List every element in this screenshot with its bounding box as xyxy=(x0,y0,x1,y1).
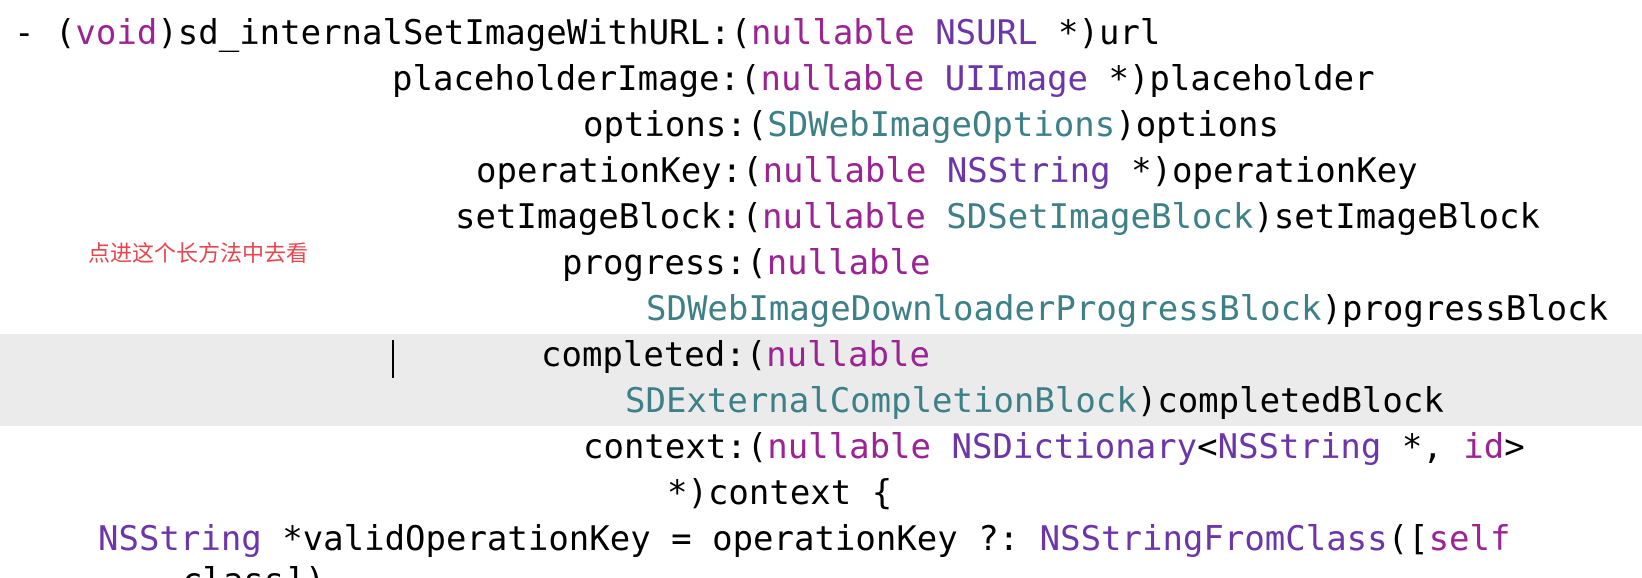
code-token: placeholderImage:( xyxy=(392,59,761,99)
code-token xyxy=(924,59,944,99)
code-token-keyword: nullable xyxy=(762,197,926,237)
code-line-9[interactable]: SDExternalCompletionBlock)completedBlock xyxy=(625,378,1444,424)
code-token xyxy=(926,197,946,237)
code-token-block-type: SDSetImageBlock xyxy=(946,197,1254,237)
code-token: *)placeholder xyxy=(1088,59,1375,99)
code-token: *)context { xyxy=(667,473,893,513)
code-token: setImageBlock:( xyxy=(455,197,763,237)
code-token-block-type: SDWebImageDownloaderProgressBlock xyxy=(646,289,1322,329)
code-token-type: NSURL xyxy=(935,13,1038,53)
code-token-keyword: nullable xyxy=(760,59,925,99)
code-token: > xyxy=(1504,427,1525,467)
code-token-keyword: nullable xyxy=(766,335,930,375)
code-token-keyword: self xyxy=(1428,519,1511,559)
code-token-type: NSStringFromClass xyxy=(1039,519,1388,559)
code-token: )options xyxy=(1115,105,1279,145)
code-token: )completedBlock xyxy=(1136,381,1444,421)
code-token: *)url xyxy=(1037,13,1161,53)
code-token: )setImageBlock xyxy=(1253,197,1540,237)
code-token-keyword: nullable xyxy=(767,427,931,467)
code-token-keyword: void xyxy=(75,13,158,53)
code-line-12[interactable]: NSString *validOperationKey = operationK… xyxy=(98,516,1510,562)
code-token-block-type: SDExternalCompletionBlock xyxy=(625,381,1137,421)
current-line-highlight xyxy=(0,334,1642,426)
code-token-keyword: id xyxy=(1463,427,1505,467)
code-token xyxy=(926,151,946,191)
code-line-10[interactable]: context:(nullable NSDictionary<NSString … xyxy=(583,424,1525,470)
code-line-7[interactable]: SDWebImageDownloaderProgressBlock)progre… xyxy=(646,286,1608,332)
code-token: )sd_internalSetImageWithURL:( xyxy=(157,13,751,53)
code-token-type: UIImage xyxy=(944,59,1089,99)
code-line-5[interactable]: setImageBlock:(nullable SDSetImageBlock)… xyxy=(455,194,1540,240)
code-token-type: NSDictionary xyxy=(951,427,1198,467)
annotation-note: 点进这个长方法中去看 xyxy=(88,242,309,267)
code-token: )progressBlock xyxy=(1321,289,1609,329)
code-token-keyword: nullable xyxy=(750,13,915,53)
code-line-13[interactable]: class]) xyxy=(182,558,325,578)
code-token xyxy=(915,13,935,53)
code-token-type: NSString xyxy=(1217,427,1382,467)
code-token: completed:( xyxy=(541,335,767,375)
code-line-11[interactable]: *)context { xyxy=(667,470,892,516)
code-line-3[interactable]: options:(SDWebImageOptions)options xyxy=(583,102,1279,148)
code-token: - ( xyxy=(14,13,76,53)
code-token: options:( xyxy=(583,105,768,145)
code-token-type: NSString xyxy=(98,519,262,559)
code-token: < xyxy=(1197,427,1218,467)
code-token: class]) xyxy=(182,561,325,578)
code-line-8[interactable]: completed:(nullable xyxy=(541,332,930,378)
text-caret xyxy=(392,340,394,378)
code-line-1[interactable]: - (void)sd_internalSetImageWithURL:(null… xyxy=(14,10,1160,56)
code-token: progress:( xyxy=(562,243,767,283)
code-token-type: NSString xyxy=(946,151,1111,191)
code-token-keyword: nullable xyxy=(762,151,927,191)
code-token-block-type: SDWebImageOptions xyxy=(767,105,1116,145)
code-line-2[interactable]: placeholderImage:(nullable UIImage *)pla… xyxy=(392,56,1375,102)
code-token: *)operationKey xyxy=(1110,151,1418,191)
code-token-keyword: nullable xyxy=(766,243,931,283)
code-token xyxy=(931,427,951,467)
code-token: *validOperationKey = operationKey ?: xyxy=(261,519,1040,559)
code-token: *, xyxy=(1381,427,1464,467)
code-line-6[interactable]: progress:(nullable xyxy=(562,240,930,286)
code-line-4[interactable]: operationKey:(nullable NSString *)operat… xyxy=(476,148,1418,194)
code-token: context:( xyxy=(583,427,768,467)
code-token: ([ xyxy=(1387,519,1429,559)
code-token: operationKey:( xyxy=(476,151,763,191)
